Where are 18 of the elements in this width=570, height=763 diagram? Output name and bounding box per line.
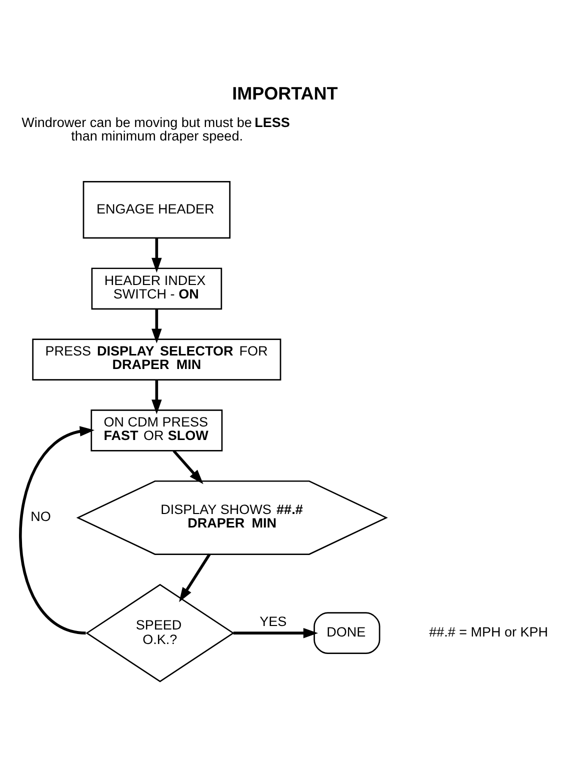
label: Windrower can be moving but must be LESS than minimum draper speed. [22, 115, 290, 144]
edge-label: NO [30, 509, 51, 524]
arrow [19, 426, 94, 634]
arrow [179, 554, 211, 602]
edge-label: YES [260, 614, 287, 629]
node-box: ENGAGE HEADER [82, 181, 231, 239]
arrow [152, 380, 162, 414]
label: ##.# = MPH or KPH [429, 624, 548, 640]
diagram-title: IMPORTANT [232, 83, 338, 104]
arrow [233, 628, 318, 638]
node-box: DONE [314, 612, 380, 654]
node-diamond: SPEED O.K.? [86, 584, 234, 682]
node-box: HEADER INDEX SWITCH - ON [91, 268, 222, 310]
arrow [172, 450, 204, 484]
node-box: PRESS DISPLAY SELECTOR FOR DRAPER MIN [32, 338, 282, 380]
node-box: ON CDM PRESS FAST OR SLOW [90, 410, 223, 452]
arrow [152, 309, 162, 344]
arrow [152, 238, 162, 273]
